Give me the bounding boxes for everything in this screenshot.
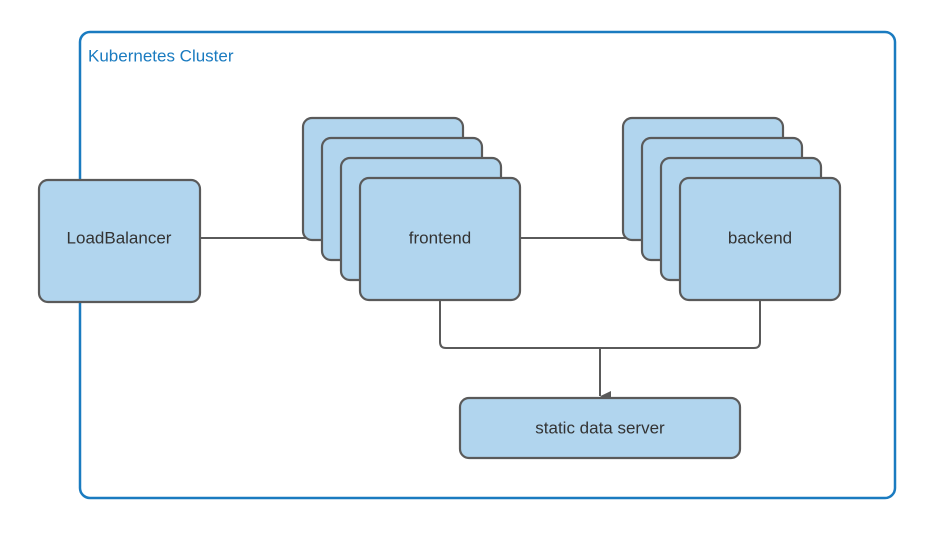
- node-frontend[interactable]: frontend: [301, 116, 522, 302]
- node-loadbalancer[interactable]: LoadBalancer: [37, 178, 202, 304]
- frontend-replica-card-1: [358, 176, 522, 302]
- edge-frontend-to-static-data-server[interactable]: [439, 300, 600, 349]
- loadbalancer-box: [37, 178, 202, 304]
- edge-line: [600, 300, 761, 349]
- node-backend-label: backend: [728, 228, 792, 247]
- backend-replica-card-1: [678, 176, 842, 302]
- cluster-label: Kubernetes Cluster: [88, 46, 234, 65]
- edge-backend-to-static-data-server[interactable]: [600, 300, 761, 349]
- node-static-data-server-label: static data server: [535, 418, 665, 437]
- node-frontend-label: frontend: [409, 228, 471, 247]
- node-loadbalancer-label: LoadBalancer: [67, 228, 172, 247]
- node-static-data-server[interactable]: static data server: [458, 396, 742, 460]
- edge-line: [439, 300, 600, 349]
- node-backend[interactable]: backend: [621, 116, 842, 302]
- static-data-server-box: [458, 396, 742, 460]
